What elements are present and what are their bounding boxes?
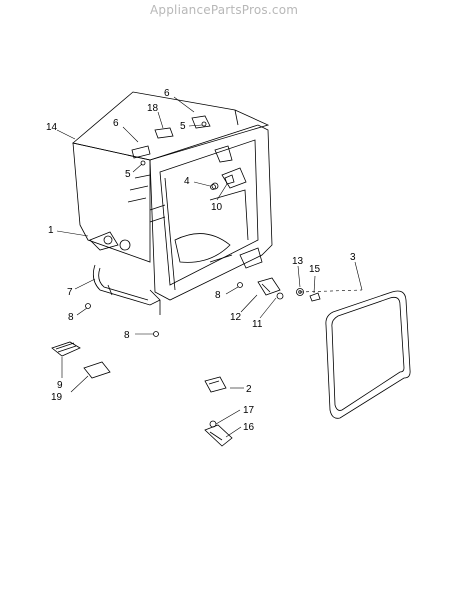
part-2-bracket: [204, 376, 227, 393]
callout-18: 18: [147, 103, 159, 114]
screw-part-5a: [140, 160, 146, 166]
site-watermark: AppliancePartsPros.com: [150, 3, 299, 17]
screw-part-8c: [153, 331, 159, 337]
callout-3: 3: [350, 252, 356, 263]
callout-15: 15: [309, 264, 321, 275]
part-19-pad: [83, 361, 111, 379]
callout-14: 14: [46, 122, 58, 133]
callout-4: 4: [184, 176, 190, 187]
support-rail: [92, 264, 161, 306]
callout-8-left: 8: [68, 312, 74, 323]
screw-part-8a: [237, 282, 243, 288]
part-15-screw: [309, 292, 321, 302]
part-17-screw: [209, 420, 217, 428]
callout-6-left: 6: [113, 118, 119, 129]
callout-8-bottom: 8: [124, 330, 130, 341]
screw-part-8b: [85, 303, 91, 309]
screw-part-4: [210, 184, 216, 190]
screw-part-10: [224, 174, 235, 185]
leader-lines: [56, 96, 363, 438]
part-3-gasket: [325, 290, 411, 419]
callout-1: 1: [48, 225, 54, 236]
callout-17: 17: [243, 405, 255, 416]
callout-labels: 14 6 18 5 6 5 4 10 1 7 8 8 8 12 11 13 15…: [46, 88, 356, 433]
callout-5-left: 5: [125, 169, 131, 180]
callout-10: 10: [211, 202, 223, 213]
part-12-washer: [276, 292, 284, 300]
callout-16: 16: [243, 422, 255, 433]
callout-8-mid: 8: [215, 290, 221, 301]
callout-2: 2: [246, 384, 252, 395]
callout-7: 7: [67, 287, 73, 298]
callout-5-top: 5: [180, 121, 186, 132]
callout-12: 12: [230, 312, 242, 323]
callout-19: 19: [51, 392, 63, 403]
callout-11: 11: [252, 319, 263, 330]
screw-part-5b: [201, 121, 207, 127]
callout-13: 13: [292, 256, 304, 267]
part-11-bracket: [257, 277, 281, 296]
callout-6-top: 6: [164, 88, 170, 99]
part-9-sleeve: [51, 341, 81, 357]
callout-9: 9: [57, 380, 63, 391]
tub-cabinet: [72, 91, 273, 315]
